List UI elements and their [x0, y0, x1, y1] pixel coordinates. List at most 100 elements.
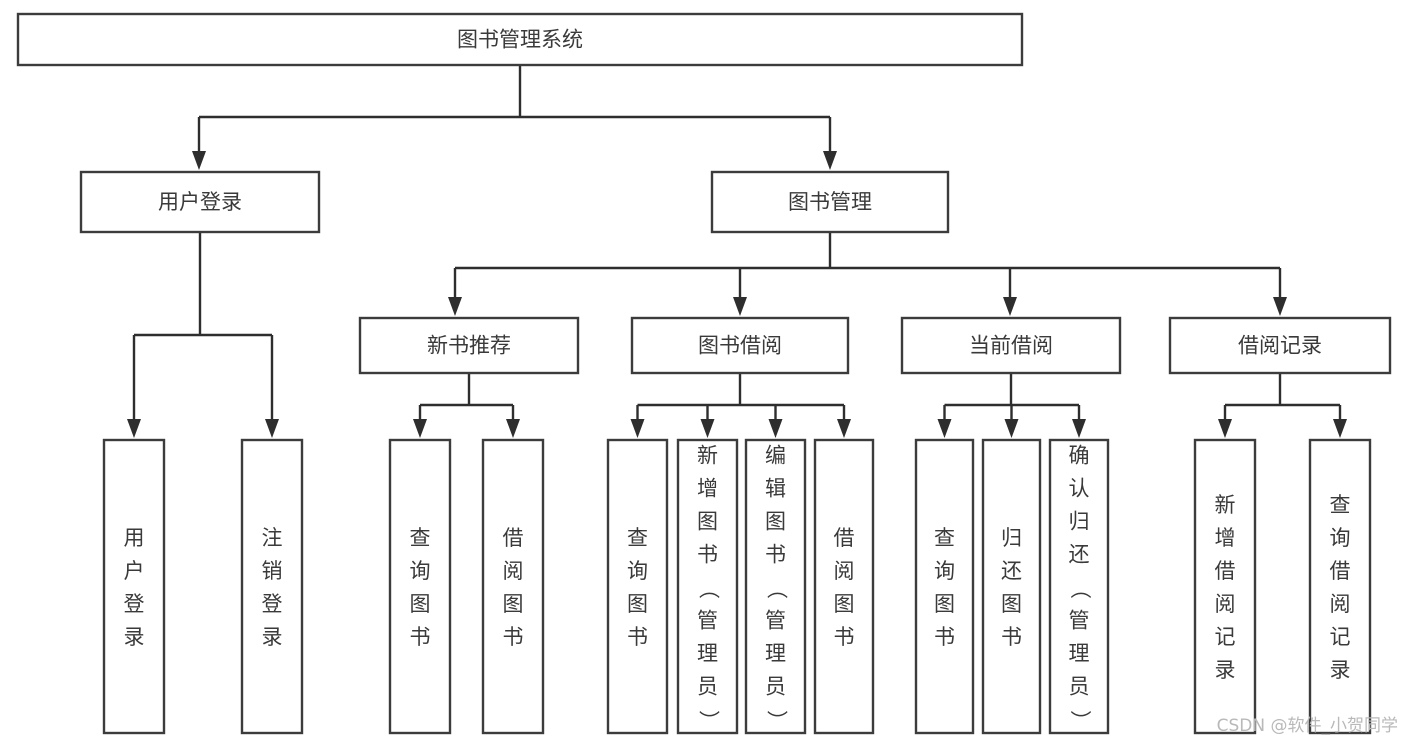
csdn-watermark: CSDN @软件_小贺同学 [1217, 716, 1398, 736]
node-label-leaf-query-book-borrow-ch0: 查 [627, 526, 648, 550]
node-label-leaf-logout-login-ch3: 录 [262, 625, 283, 649]
node-box-book-borrow[interactable] [630, 316, 850, 375]
node-box-leaf-query-borrow-record[interactable] [1308, 438, 1372, 735]
node-label-leaf-edit-book-admin-ch4: （ [765, 578, 789, 599]
node-box-leaf-add-borrow-record[interactable] [1193, 438, 1257, 735]
node-box-leaf-user-login[interactable] [102, 438, 166, 735]
node-label-leaf-query-book-current-ch2: 图 [934, 592, 955, 616]
node-label-leaf-confirm-return-admin-ch6: 理 [1069, 642, 1090, 666]
node-box-borrow-record[interactable] [1168, 316, 1392, 375]
node-label-leaf-return-book-ch0: 归 [1001, 526, 1022, 550]
node-box-leaf-logout-login[interactable] [240, 438, 304, 735]
node-label-leaf-return-book-ch3: 书 [1001, 625, 1022, 649]
node-label-leaf-edit-book-admin-ch2: 图 [765, 510, 786, 534]
node-box-leaf-add-book-admin[interactable] [676, 438, 739, 735]
node-label-leaf-edit-book-admin-ch6: 理 [765, 642, 786, 666]
node-label-leaf-edit-book-admin-ch1: 辑 [765, 477, 786, 501]
node-label-leaf-confirm-return-admin-ch1: 认 [1069, 477, 1090, 501]
node-label-leaf-query-borrow-record-ch0: 查 [1330, 493, 1351, 517]
node-box-leaf-borrow-book[interactable] [813, 438, 875, 735]
node-label-leaf-logout-login-ch1: 销 [262, 559, 283, 583]
node-label-leaf-confirm-return-admin-ch2: 归 [1069, 510, 1090, 534]
node-label-leaf-add-book-admin-ch6: 理 [697, 642, 718, 666]
node-box-leaf-query-book-current[interactable] [914, 438, 975, 735]
node-box-book-manage[interactable] [710, 170, 950, 234]
arrow-to-leaf-logout-login [265, 419, 279, 438]
node-box-leaf-borrow-book-rec[interactable] [481, 438, 545, 735]
level3-node-borrow-record[interactable]: 借阅记录 [1168, 316, 1392, 375]
arrow-to-book-borrow [733, 297, 747, 316]
arrow-to-leaf-query-book-borrow [630, 419, 645, 438]
node-label-leaf-borrow-book-ch0: 借 [834, 526, 855, 550]
arrow-to-leaf-add-borrow-record [1218, 419, 1232, 438]
level3-node-current-borrow[interactable]: 当前借阅 [900, 316, 1122, 375]
node-box-leaf-return-book[interactable] [981, 438, 1042, 735]
node-label-leaf-confirm-return-admin-ch3: 还 [1069, 543, 1090, 567]
node-label-leaf-query-book-rec-ch2: 图 [410, 592, 431, 616]
level3-node-book-borrow[interactable]: 图书借阅 [630, 316, 850, 375]
node-box-root[interactable] [16, 12, 1024, 67]
node-label-leaf-query-borrow-record-ch4: 记 [1330, 625, 1351, 649]
node-label-leaf-query-book-borrow-ch1: 询 [627, 559, 648, 583]
node-box-current-borrow[interactable] [900, 316, 1122, 375]
node-box-leaf-edit-book-admin[interactable] [744, 438, 807, 735]
node-label-book-borrow: 图书借阅 [698, 334, 782, 358]
arrow-to-leaf-return-book [1004, 419, 1019, 438]
node-label-leaf-borrow-book-ch2: 图 [834, 592, 855, 616]
node-label-leaf-query-borrow-record-ch1: 询 [1330, 526, 1351, 550]
level3-node-new-book-recommend[interactable]: 新书推荐 [358, 316, 580, 375]
node-label-leaf-confirm-return-admin-ch7: 员 [1069, 675, 1090, 699]
level2-node-book-manage[interactable]: 图书管理 [710, 170, 950, 234]
node-label-leaf-add-book-admin-ch2: 图 [697, 510, 718, 534]
node-label-leaf-add-borrow-record-ch3: 阅 [1215, 592, 1236, 616]
node-label-leaf-logout-login-ch2: 登 [262, 592, 283, 616]
root-node-root[interactable]: 图书管理系统 [16, 12, 1024, 67]
node-label-current-borrow: 当前借阅 [969, 334, 1053, 358]
node-label-leaf-confirm-return-admin-ch0: 确 [1069, 444, 1090, 468]
node-label-leaf-query-borrow-record-ch5: 录 [1330, 658, 1351, 682]
node-label-leaf-edit-book-admin-ch7: 员 [765, 675, 786, 699]
arrow-to-leaf-query-book-rec [413, 419, 427, 438]
node-label-leaf-query-borrow-record-ch2: 借 [1330, 559, 1351, 583]
node-label-leaf-edit-book-admin-ch8: ） [765, 710, 789, 731]
node-label-leaf-return-book-ch2: 图 [1001, 592, 1022, 616]
node-label-leaf-add-borrow-record-ch1: 增 [1215, 526, 1236, 550]
node-label-leaf-user-login-ch2: 登 [124, 592, 145, 616]
node-label-leaf-confirm-return-admin-ch8: ） [1068, 710, 1092, 731]
node-label-leaf-borrow-book-rec-ch1: 阅 [503, 559, 524, 583]
node-label-leaf-borrow-book-rec-ch0: 借 [503, 526, 524, 550]
node-label-leaf-query-book-rec-ch1: 询 [410, 559, 431, 583]
arrow-to-leaf-edit-book-admin [768, 419, 783, 438]
node-label-leaf-query-book-rec-ch0: 查 [410, 526, 431, 550]
arrow-to-leaf-add-book-admin [700, 419, 715, 438]
node-box-leaf-confirm-return-admin[interactable] [1048, 438, 1110, 735]
node-box-leaf-query-book-rec[interactable] [388, 438, 452, 735]
node-label-leaf-add-book-admin-ch3: 书 [697, 543, 718, 567]
leaf-node-leaf-user-login[interactable]: 用户登录 [102, 438, 166, 735]
node-label-leaf-confirm-return-admin-ch5: 管 [1069, 609, 1090, 633]
node-label-leaf-add-borrow-record-ch5: 录 [1215, 658, 1236, 682]
node-box-leaf-query-book-borrow[interactable] [606, 438, 669, 735]
node-box-user-login[interactable] [79, 170, 321, 234]
level2-node-user-login[interactable]: 用户登录 [79, 170, 321, 234]
node-label-leaf-add-book-admin-ch5: 管 [697, 609, 718, 633]
node-label-leaf-query-book-rec-ch3: 书 [410, 625, 431, 649]
node-label-leaf-query-book-current-ch1: 询 [934, 559, 955, 583]
connectors-layer [127, 65, 1347, 438]
node-box-new-book-recommend[interactable] [358, 316, 580, 375]
node-label-leaf-query-borrow-record-ch3: 阅 [1330, 592, 1351, 616]
node-label-leaf-edit-book-admin-ch0: 编 [765, 444, 786, 468]
